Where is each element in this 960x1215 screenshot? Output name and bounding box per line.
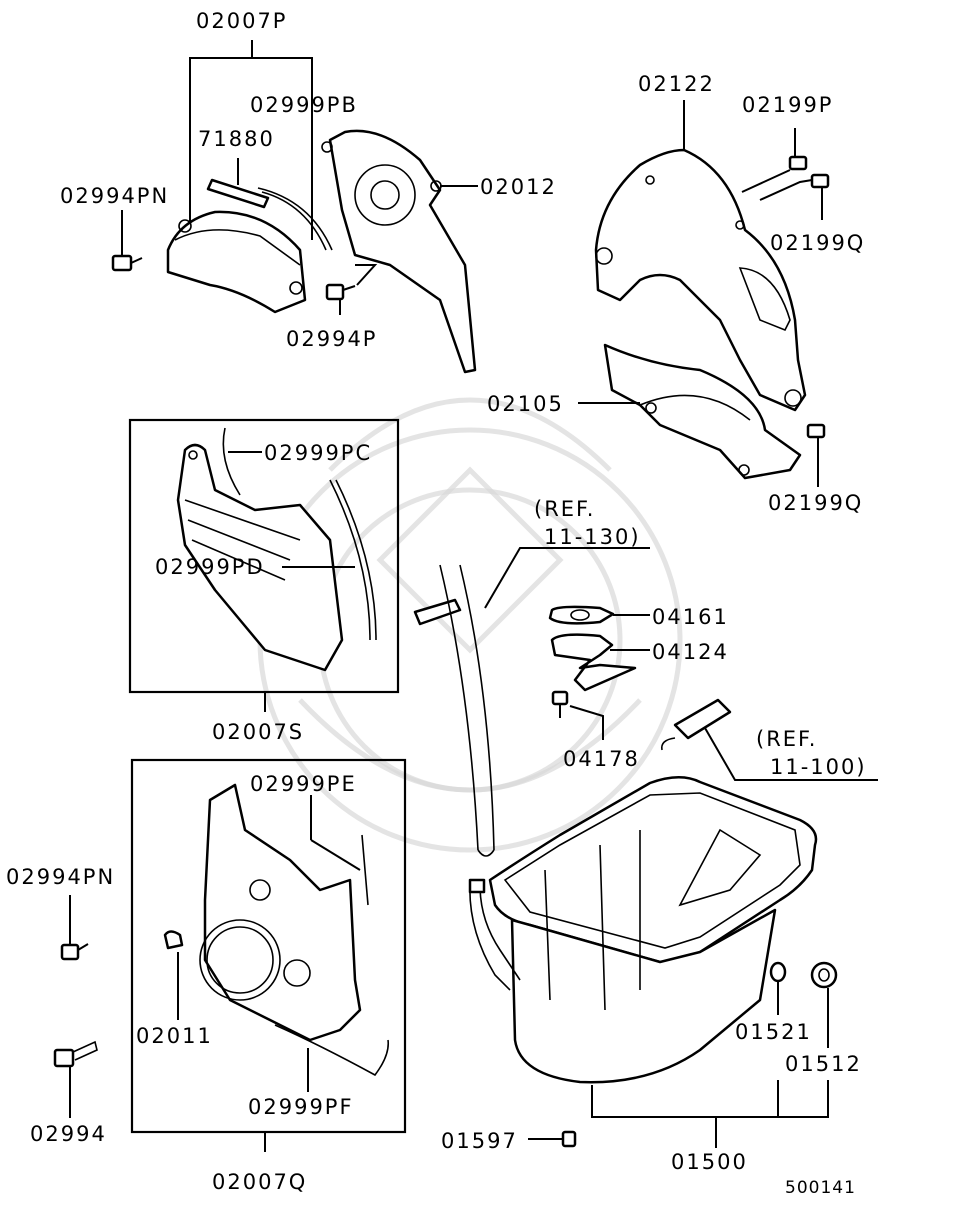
label-02999pf: 02999PF [248,1095,354,1119]
label-02999pe: 02999PE [250,772,357,796]
label-71880: 71880 [198,127,275,151]
label-04161: 04161 [652,605,729,629]
label-ref-11-100-line2: 11-100) [770,755,867,779]
rear-cover-group [53,758,407,1152]
label-02199p: 02199P [742,93,833,117]
label-02199q-bottom: 02199Q [768,491,863,515]
label-02105: 02105 [487,392,564,416]
label-04124: 04124 [652,640,729,664]
plug-02011 [163,930,184,950]
label-02011: 02011 [136,1024,213,1048]
seal-ring [199,919,281,1001]
oil-strainer-parts [548,605,650,740]
seal-02999pf [274,1024,390,1077]
seal-02999pb [257,187,333,251]
label-ref-11-130-line1: (REF. [534,497,595,521]
upper-cover-outer [166,210,307,314]
bolt-02994p [325,283,356,301]
bolt-02994pn-top [111,254,143,272]
bolt-02994 [53,1040,98,1118]
seal-02999pc [222,427,241,496]
label-02007p: 02007P [196,9,287,33]
strip-71880 [206,178,270,209]
front-upper-cover-group [111,40,478,374]
bolt-02199q-bottom [806,423,826,487]
drain-plug-01512 [810,961,838,989]
label-01512: 01512 [785,1052,862,1076]
rear-plate-02012 [328,129,477,374]
label-02994pn-bottom: 02994PN [6,865,115,889]
bolt-02994pn-bottom [60,895,89,961]
label-04178: 04178 [563,747,640,771]
box-02007q [130,758,407,1134]
label-01500: 01500 [671,1150,748,1174]
label-02994: 02994 [30,1122,107,1146]
cover-02105 [603,343,802,480]
oil-pan-body [510,908,777,1084]
label-02999pc: 02999PC [264,441,372,465]
cover-02007q [203,783,362,1042]
label-02012: 02012 [480,175,557,199]
dipstick-tube [413,547,650,857]
bolt-04178 [551,690,569,718]
label-02199q-top: 02199Q [770,231,865,255]
watermark-emblem [257,397,683,853]
washer-01521 [769,961,787,983]
label-02999pb: 02999PB [250,93,358,117]
label-02007s: 02007S [212,720,304,744]
label-01521: 01521 [735,1020,812,1044]
oil-level-sensor [660,698,878,781]
label-02122: 02122 [638,72,715,96]
label-01597: 01597 [441,1129,518,1153]
strainer-04124 [550,633,637,692]
label-02007q: 02007Q [212,1170,307,1194]
middle-cover-group [128,418,400,712]
label-ref-11-130-line2: 11-130) [544,525,641,549]
bolt-01597 [528,1130,577,1148]
bolt-02199q-top [810,173,830,220]
lower-cover-group [578,100,830,487]
label-02994pn-top: 02994PN [60,184,169,208]
bolt-02199p [788,128,808,171]
callout-labels: 02007P 02999PB 71880 02994PN 02012 02994… [6,9,867,1198]
label-02999pd: 02999PD [155,555,265,579]
label-02994p: 02994P [286,327,377,351]
oil-pan [468,776,838,1148]
label-ref-11-100-line1: (REF. [756,727,817,751]
seal-02999pe [361,834,369,906]
drawing-number: 500141 [785,1178,856,1198]
gasket-04161 [548,605,615,625]
cover-02007s [176,443,344,672]
